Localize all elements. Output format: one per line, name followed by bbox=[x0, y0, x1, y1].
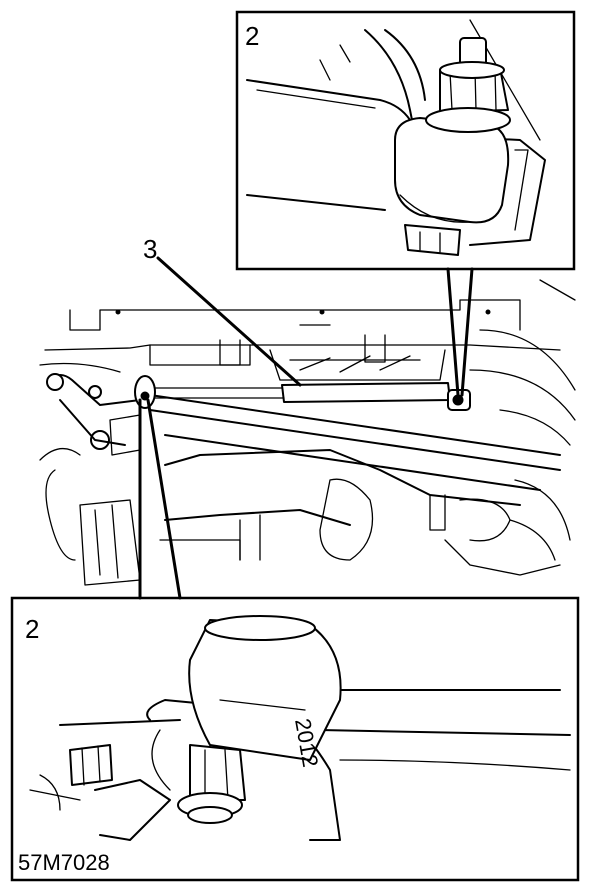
leader-top-inset-left bbox=[446, 267, 460, 397]
main-underbody-view bbox=[39, 279, 576, 586]
leader-top-inset-right bbox=[460, 267, 474, 397]
reference-code: 57M7028 bbox=[18, 850, 110, 875]
steering-damper bbox=[149, 382, 471, 411]
bottom-inset-panel: 2012 bbox=[10, 596, 580, 882]
leader-lines bbox=[138, 256, 474, 600]
bottom-inset-callout: 2 bbox=[25, 614, 39, 644]
part-3-callout: 3 bbox=[143, 234, 157, 264]
leader-bottom-inset-right bbox=[146, 398, 182, 600]
top-inset-panel bbox=[235, 10, 576, 271]
leader-part-3 bbox=[156, 256, 302, 387]
top-inset-callout: 2 bbox=[245, 21, 259, 51]
